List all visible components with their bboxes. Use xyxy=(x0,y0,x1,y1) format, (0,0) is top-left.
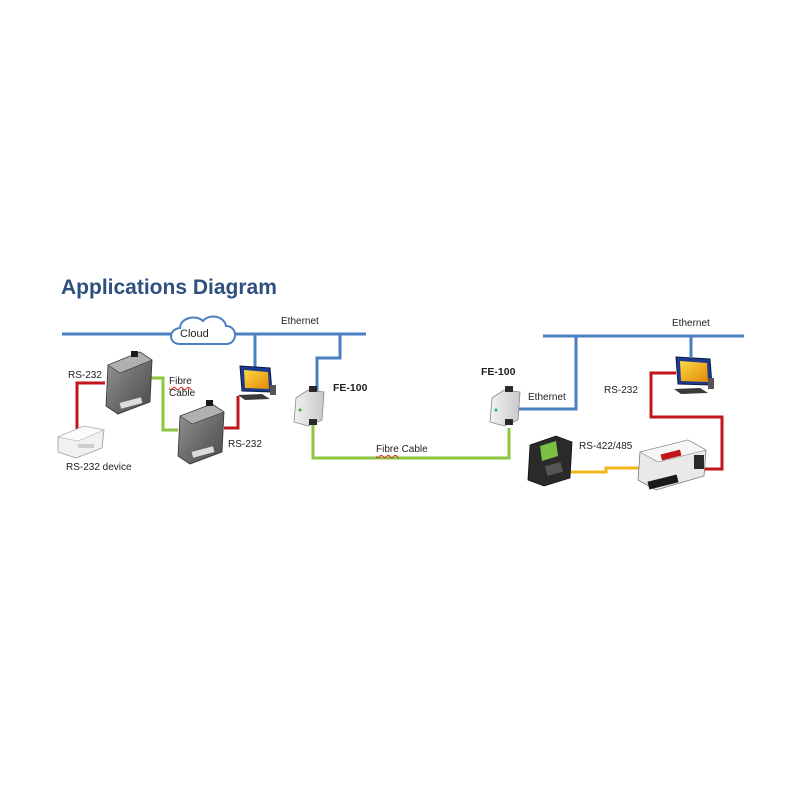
serial-fibre-converter-bottom-icon xyxy=(177,400,225,465)
ethernet-label-side: Ethernet xyxy=(528,392,566,403)
cable-label-word: Cable xyxy=(169,388,196,399)
fibre-cable-label-fibre: Fibre xyxy=(376,444,399,455)
rs232-device-label: RS-232 device xyxy=(66,462,132,473)
ethernet-label-left: Ethernet xyxy=(281,316,319,327)
fibre-cable-label: Fibre Cable xyxy=(376,444,428,455)
diagram-title: Applications Diagram xyxy=(61,276,277,299)
rs232-label-top-left: RS-232 xyxy=(68,370,102,381)
rs232-links xyxy=(75,371,724,471)
rs422-485-cable xyxy=(570,466,640,474)
computer-right-icon xyxy=(674,356,714,394)
ethernet-label-right: Ethernet xyxy=(672,318,710,329)
fibre-links xyxy=(148,376,511,460)
rs232-cable-right xyxy=(649,371,724,471)
cloud-icon xyxy=(170,315,236,345)
fe100-right-label: FE-100 xyxy=(481,366,516,378)
fibre-cable-label-cable: Cable xyxy=(401,444,428,455)
rs232-label-mid: RS-232 xyxy=(228,439,262,450)
serial-fibre-converter-top-icon xyxy=(105,351,153,415)
fibre-cable-main xyxy=(311,424,511,460)
rs232-cable-pc xyxy=(224,396,240,430)
rs232-cable-device xyxy=(75,381,105,430)
rs422-485-label: RS-422/485 xyxy=(579,441,633,452)
computer-left-icon xyxy=(238,365,276,400)
cloud-label: Cloud xyxy=(180,328,209,340)
rs232-device-icon xyxy=(56,425,106,459)
rs232-label-right: RS-232 xyxy=(604,385,638,396)
rs422-485-converter-icon xyxy=(637,439,707,491)
fe100-left-label: FE-100 xyxy=(333,382,368,394)
access-control-terminal-icon xyxy=(527,435,573,487)
fibre-cable-left xyxy=(148,376,178,432)
ethernet-drop-fe100-left xyxy=(315,334,342,392)
fe100-right-icon xyxy=(489,386,521,427)
fe100-left-icon xyxy=(293,386,325,427)
fibre-label-word: Fibre xyxy=(169,376,192,387)
